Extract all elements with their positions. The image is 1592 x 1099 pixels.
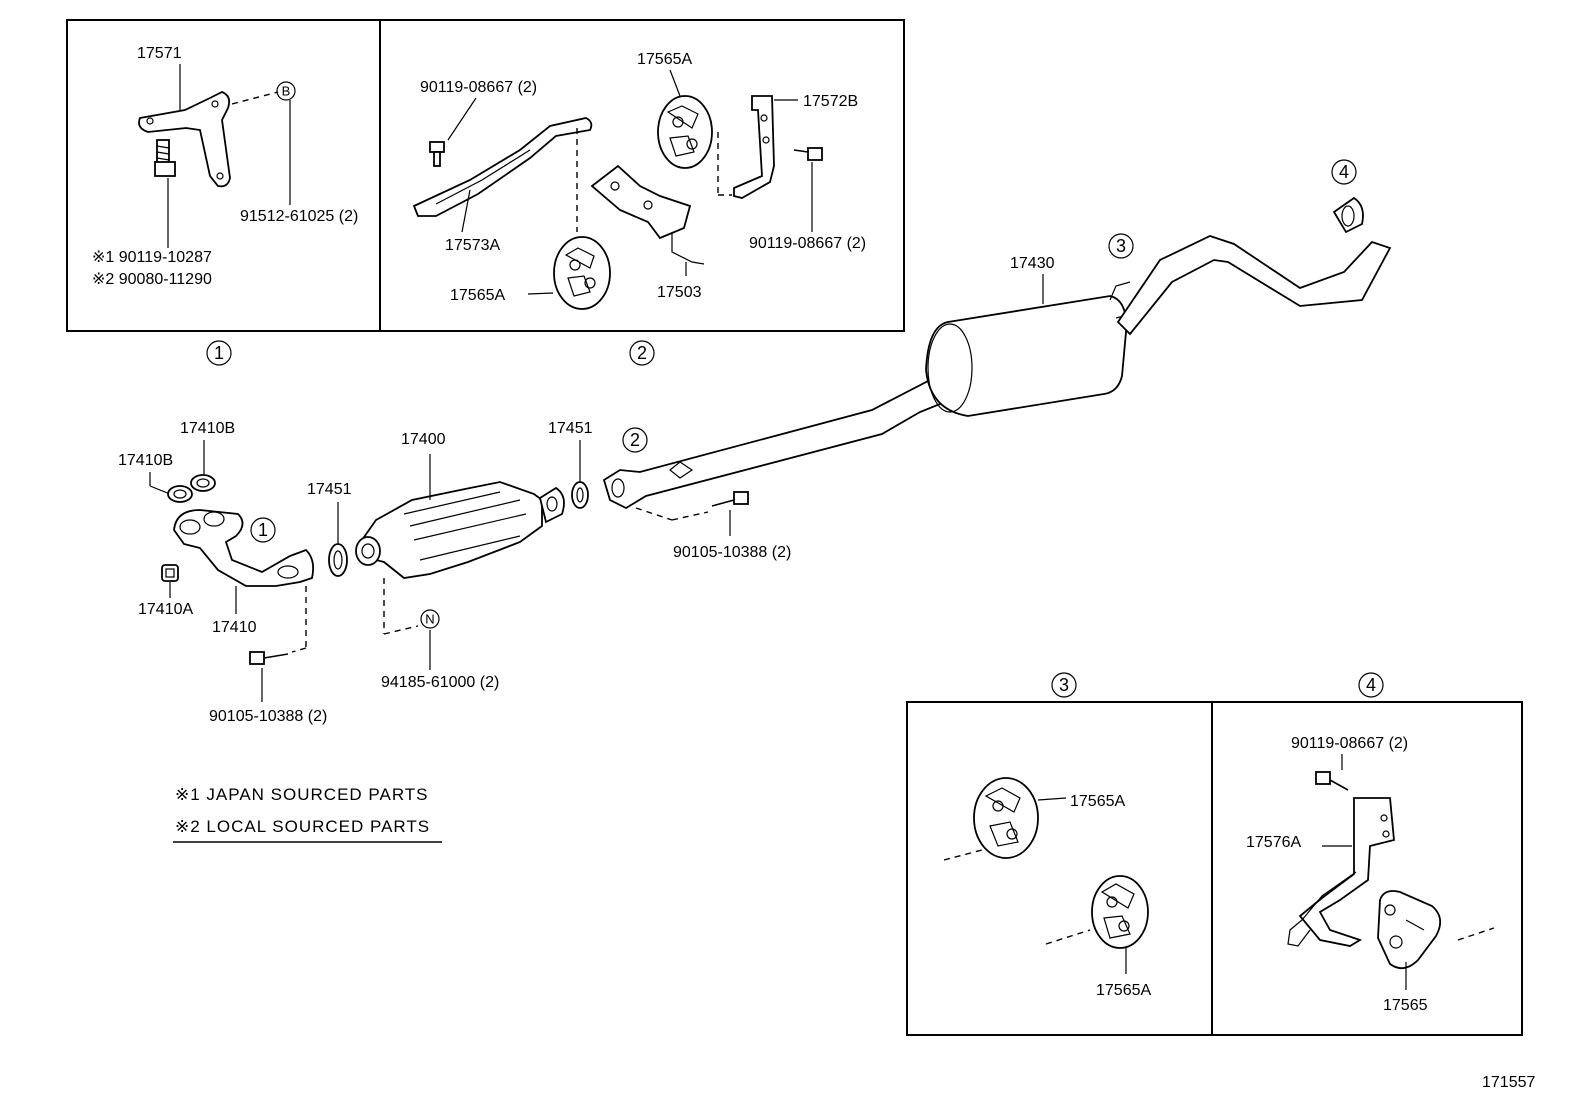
panel-4-badge: 4 [1366,675,1376,695]
ref-letter-b: B [282,84,291,99]
panel-3-badge: 3 [1059,675,1069,695]
label-17571[interactable]: 17571 [137,45,182,62]
panel-2: 90119-08667 (2) 17573A 17565A 17503 [412,51,866,310]
bracket-17572b-shape [733,95,775,199]
front-pipe-badge: 1 [258,520,268,540]
muffler-badge: 3 [1116,236,1126,256]
gasket-17410b-b [167,485,193,503]
label-17400[interactable]: 17400 [401,431,446,448]
ref-letter-n: N [425,612,434,627]
muffler-17430-shape [925,295,1128,417]
hanger-17503-shape [590,164,692,240]
label-94185-61000[interactable]: 94185-61000 (2) [381,674,499,691]
rubber-mount-icon [973,777,1039,859]
rubber-mount-icon [1091,875,1149,949]
panel-1-badge: 1 [214,343,224,363]
tail-pipe-shape [1116,235,1392,336]
label-p4-90119-08667[interactable]: 90119-08667 (2) [1291,735,1408,752]
main-assembly: 17410B 17410B 1 17410 17410A [118,159,1392,725]
label-17451-rear[interactable]: 17451 [548,420,593,437]
center-pipe-badge-ring [622,427,648,453]
panel-3: 17565A 17565A [943,777,1151,999]
label-90105-10388-front[interactable]: 90105-10388 (2) [209,708,327,725]
label-17410[interactable]: 17410 [212,619,257,636]
center-pipe-badge: 2 [630,430,640,450]
muffler-badge-ring [1108,233,1134,259]
panel-1-2-frame [66,19,905,332]
label-p3-17565a-bottom[interactable]: 17565A [1096,982,1151,999]
label-17503[interactable]: 17503 [657,284,702,301]
panel-2-badge: 2 [637,343,647,363]
label-90105-10388-rear[interactable]: 90105-10388 (2) [673,544,791,561]
label-17573a[interactable]: 17573A [445,237,500,254]
panel-3-badge-ring [1051,672,1077,698]
label-90119-08667-right[interactable]: 90119-08667 (2) [749,235,866,252]
bolt-icon [793,147,823,161]
label-17572b[interactable]: 17572B [803,93,858,110]
label-p3-17565a-top[interactable]: 17565A [1070,793,1125,810]
front-pipe-badge-ring [250,517,276,543]
panel-1-badge-ring [206,340,232,366]
bolt-icon [1315,771,1349,791]
gasket-17410b-a [190,474,216,492]
label-90119-08667-left[interactable]: 90119-08667 (2) [420,79,537,96]
gasket-17451-rear [571,481,589,509]
label-17430[interactable]: 17430 [1010,255,1055,272]
panel-4: 90119-08667 (2) 17576A 17565 [1246,735,1495,1014]
label-91512-61025[interactable]: 91512-61025 (2) [240,208,358,225]
nut-icon [161,564,179,582]
center-pipe-shape [602,379,951,510]
bolt-icon [711,491,749,507]
panel-4-badge-ring [1358,672,1384,698]
label-17565a-top[interactable]: 17565A [637,51,692,68]
panel-3-4-frame [906,701,1523,1036]
front-pipe-17410-shape [173,509,315,587]
label-17410a[interactable]: 17410A [138,601,193,618]
bolt-icon [154,139,176,177]
rubber-mount-icon [657,95,713,169]
diagram-id: 171557 [1482,1074,1535,1091]
converter-17400-shape [361,481,543,579]
note-japan-sourced: ※1 JAPAN SOURCED PARTS [175,785,429,804]
label-17565[interactable]: 17565 [1383,997,1428,1014]
panel-1: 17571 B 91512-61025 (2) ※1 90119-10287 ※… [92,45,358,288]
tail-badge-ring [1331,159,1357,185]
gasket-17451-front [328,543,348,577]
rubber-mount-icon [1377,890,1442,970]
bracket-17571-shape [138,91,231,188]
bolt-icon [429,141,445,167]
label-17410b-lower[interactable]: 17410B [118,452,173,469]
bolt-icon [249,651,289,665]
label-17451-front[interactable]: 17451 [307,481,352,498]
label-90119-10287[interactable]: ※1 90119-10287 [92,249,212,266]
label-17576a[interactable]: 17576A [1246,834,1301,851]
label-17410b-upper[interactable]: 17410B [180,420,235,437]
rubber-mount-icon [553,236,611,310]
label-17565a-bottom[interactable]: 17565A [450,287,505,304]
label-90080-11290[interactable]: ※2 90080-11290 [92,271,212,288]
note-local-sourced: ※2 LOCAL SOURCED PARTS [175,817,430,836]
tail-badge: 4 [1339,162,1349,182]
bracket-17576a-shape [1298,797,1395,947]
panel-2-badge-ring [629,340,655,366]
